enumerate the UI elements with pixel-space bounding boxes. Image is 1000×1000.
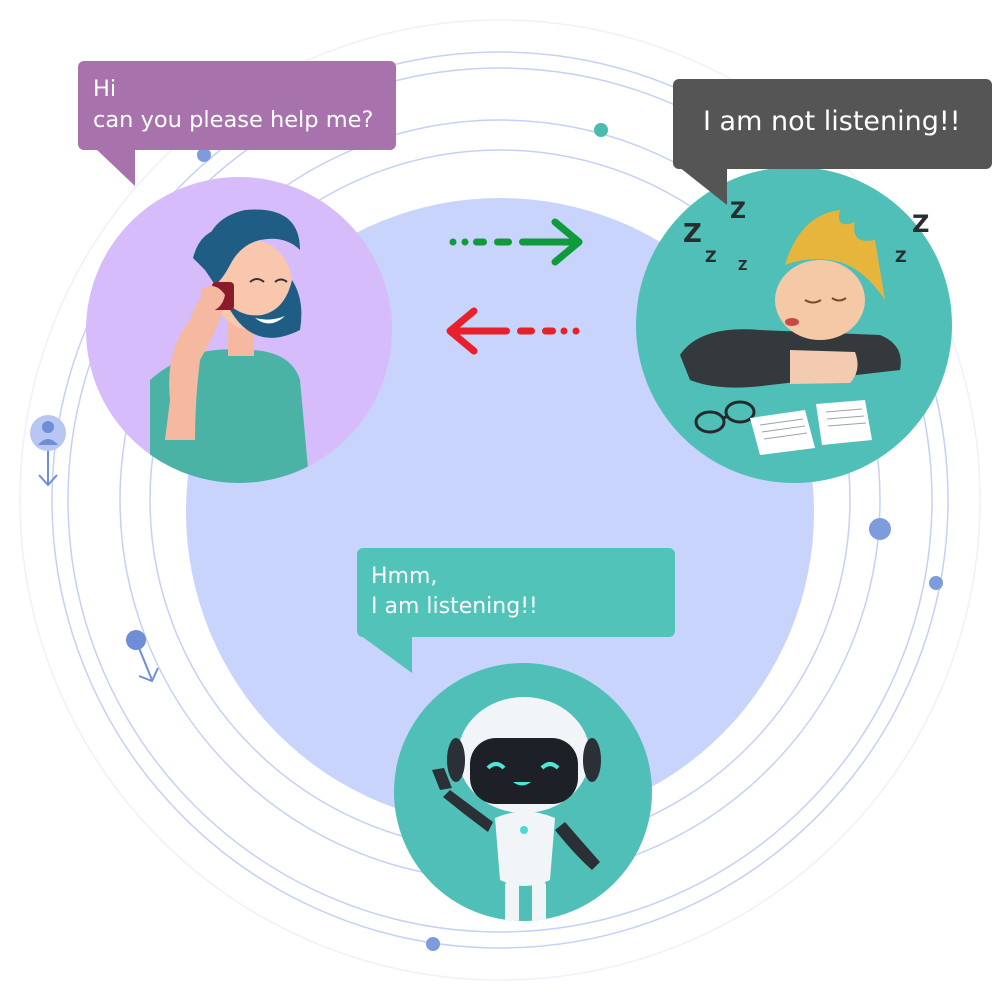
agent-speech-bubble: I am not listening!!: [673, 79, 992, 169]
orbit-dot: [929, 576, 943, 590]
customer-to-agent-arrow: [449, 218, 583, 266]
orbit-dot: [197, 148, 211, 162]
agent-to-customer-arrow: [446, 307, 580, 355]
svg-text:Z: Z: [895, 247, 907, 266]
svg-text:Z: Z: [683, 219, 702, 249]
customer-bubble-line-1: Hi: [93, 76, 117, 102]
bot-bubble-line-2: I am listening!!: [371, 594, 538, 619]
sleeping-agent-illustration: Z Z Z Z Z Z: [636, 167, 952, 483]
svg-text:Z: Z: [912, 210, 929, 238]
agent-bubble-tail: [679, 167, 727, 205]
svg-text:Z: Z: [730, 199, 746, 224]
svg-text:Z: Z: [705, 247, 717, 266]
svg-text:Z: Z: [738, 259, 747, 274]
bot-bubble-line-1: Hmm,: [371, 564, 438, 589]
location-pin-icon: [126, 630, 159, 683]
user-pin-icon: [30, 415, 66, 487]
customer-bubble-line-2: can you please help me?: [93, 107, 374, 133]
orbit-dots: [197, 123, 943, 951]
customer-speech-bubble: Hi can you please help me?: [78, 61, 396, 150]
bot-speech-bubble: Hmm, I am listening!!: [357, 548, 675, 637]
robot-illustration: [394, 663, 652, 921]
bot-bubble-tail: [360, 635, 412, 673]
orbit-dot: [869, 518, 891, 540]
orbit-dot: [426, 937, 440, 951]
customer-illustration: [86, 177, 392, 483]
customer-bubble-tail: [95, 148, 135, 186]
agent-bubble-text: I am not listening!!: [703, 106, 961, 137]
orbit-dot: [594, 123, 608, 137]
